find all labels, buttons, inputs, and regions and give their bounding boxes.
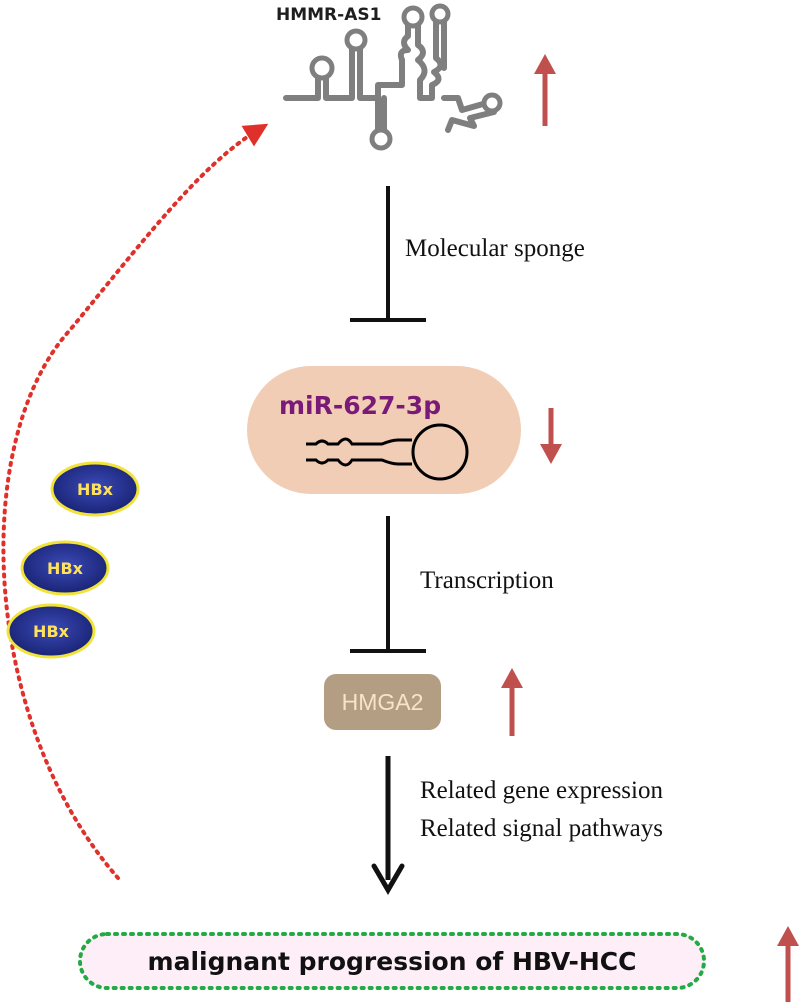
inhibition-bar-sponge: [350, 186, 426, 322]
hmmr-up-arrow-icon: [534, 54, 556, 126]
lncrna-loops: [309, 3, 503, 151]
hbx-marker-label: HBx: [47, 558, 83, 578]
hbx-marker-label: HBx: [33, 621, 69, 641]
inhibition-bar-transcription: [350, 516, 426, 653]
edge-label-gene-expression: Related gene expression: [420, 777, 663, 804]
mirna-label: miR-627-3p: [279, 391, 442, 420]
mirna-capsule: [247, 366, 521, 494]
hmga2-up-arrow-icon: [501, 668, 523, 736]
gene-label: HMGA2: [341, 688, 424, 715]
hbx-markers: [6, 461, 140, 659]
activation-arrow: [371, 756, 405, 895]
outcome-capsule: [78, 932, 706, 990]
hbx-marker-label: HBx: [77, 479, 113, 499]
outcome-up-arrow-icon: [777, 926, 799, 1002]
outcome-label: malignant progression of HBV-HCC: [147, 946, 637, 976]
mirna-down-arrow-icon: [540, 408, 562, 464]
feedback-dotted-arrow: [1, 123, 269, 880]
mirna-hairpin-icon: [306, 423, 469, 481]
hmga2-box: [324, 674, 441, 730]
edge-label-transcription: Transcription: [420, 567, 554, 594]
edge-label-sponge: Molecular sponge: [405, 235, 585, 262]
edge-label-signal-pathways: Related signal pathways: [420, 815, 663, 842]
lncrna-label: HMMR-AS1: [276, 5, 382, 25]
